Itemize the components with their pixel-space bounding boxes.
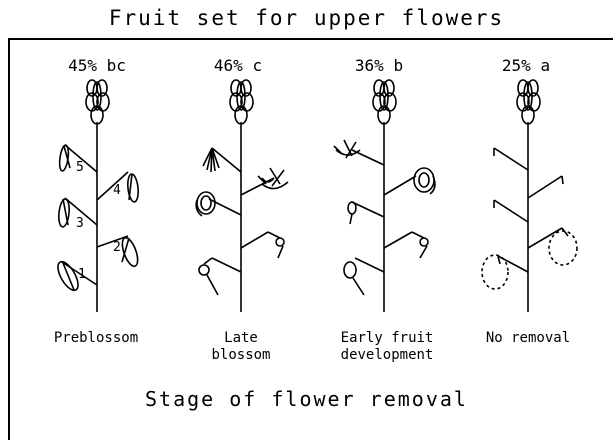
stage-label-late-blossom: Late blossom	[171, 330, 311, 364]
flower-number-2: 2	[113, 240, 121, 255]
flower-number-3: 3	[76, 216, 84, 231]
plant-preblossom	[54, 80, 141, 312]
flower-fruit-icon	[414, 168, 435, 194]
flower-bud-icon	[348, 202, 356, 214]
flower-bud-icon	[119, 236, 141, 268]
stage-label-early-fruit: Early fruit development	[317, 330, 457, 364]
terminal-flower-cluster-icon	[517, 80, 540, 124]
removed-flower-stub-icon	[344, 262, 364, 295]
removed-flower-stub-icon	[412, 232, 428, 258]
flower-number-5: 5	[76, 160, 84, 175]
removed-flower-stub-icon	[268, 232, 284, 258]
plant-late-blossom	[196, 80, 288, 312]
removed-flower-stub-icon	[199, 258, 218, 295]
open-flower-icon	[334, 140, 360, 158]
plant-no-removal	[482, 80, 577, 312]
terminal-flower-cluster-icon	[373, 80, 396, 124]
flower-number-4: 4	[113, 183, 121, 198]
stage-label-no-removal: No removal	[458, 330, 598, 347]
stage-label-preblossom: Preblossom	[26, 330, 166, 347]
open-flower-icon	[258, 168, 288, 189]
flower-fruit-icon	[196, 192, 215, 216]
terminal-flower-cluster-icon	[230, 80, 253, 124]
axis-caption: Stage of flower removal	[0, 387, 613, 411]
terminal-flower-cluster-icon	[86, 80, 109, 124]
flower-number-1: 1	[78, 267, 86, 282]
plant-early-fruit	[334, 80, 435, 312]
absent-fruit-outline-icon	[482, 231, 577, 289]
